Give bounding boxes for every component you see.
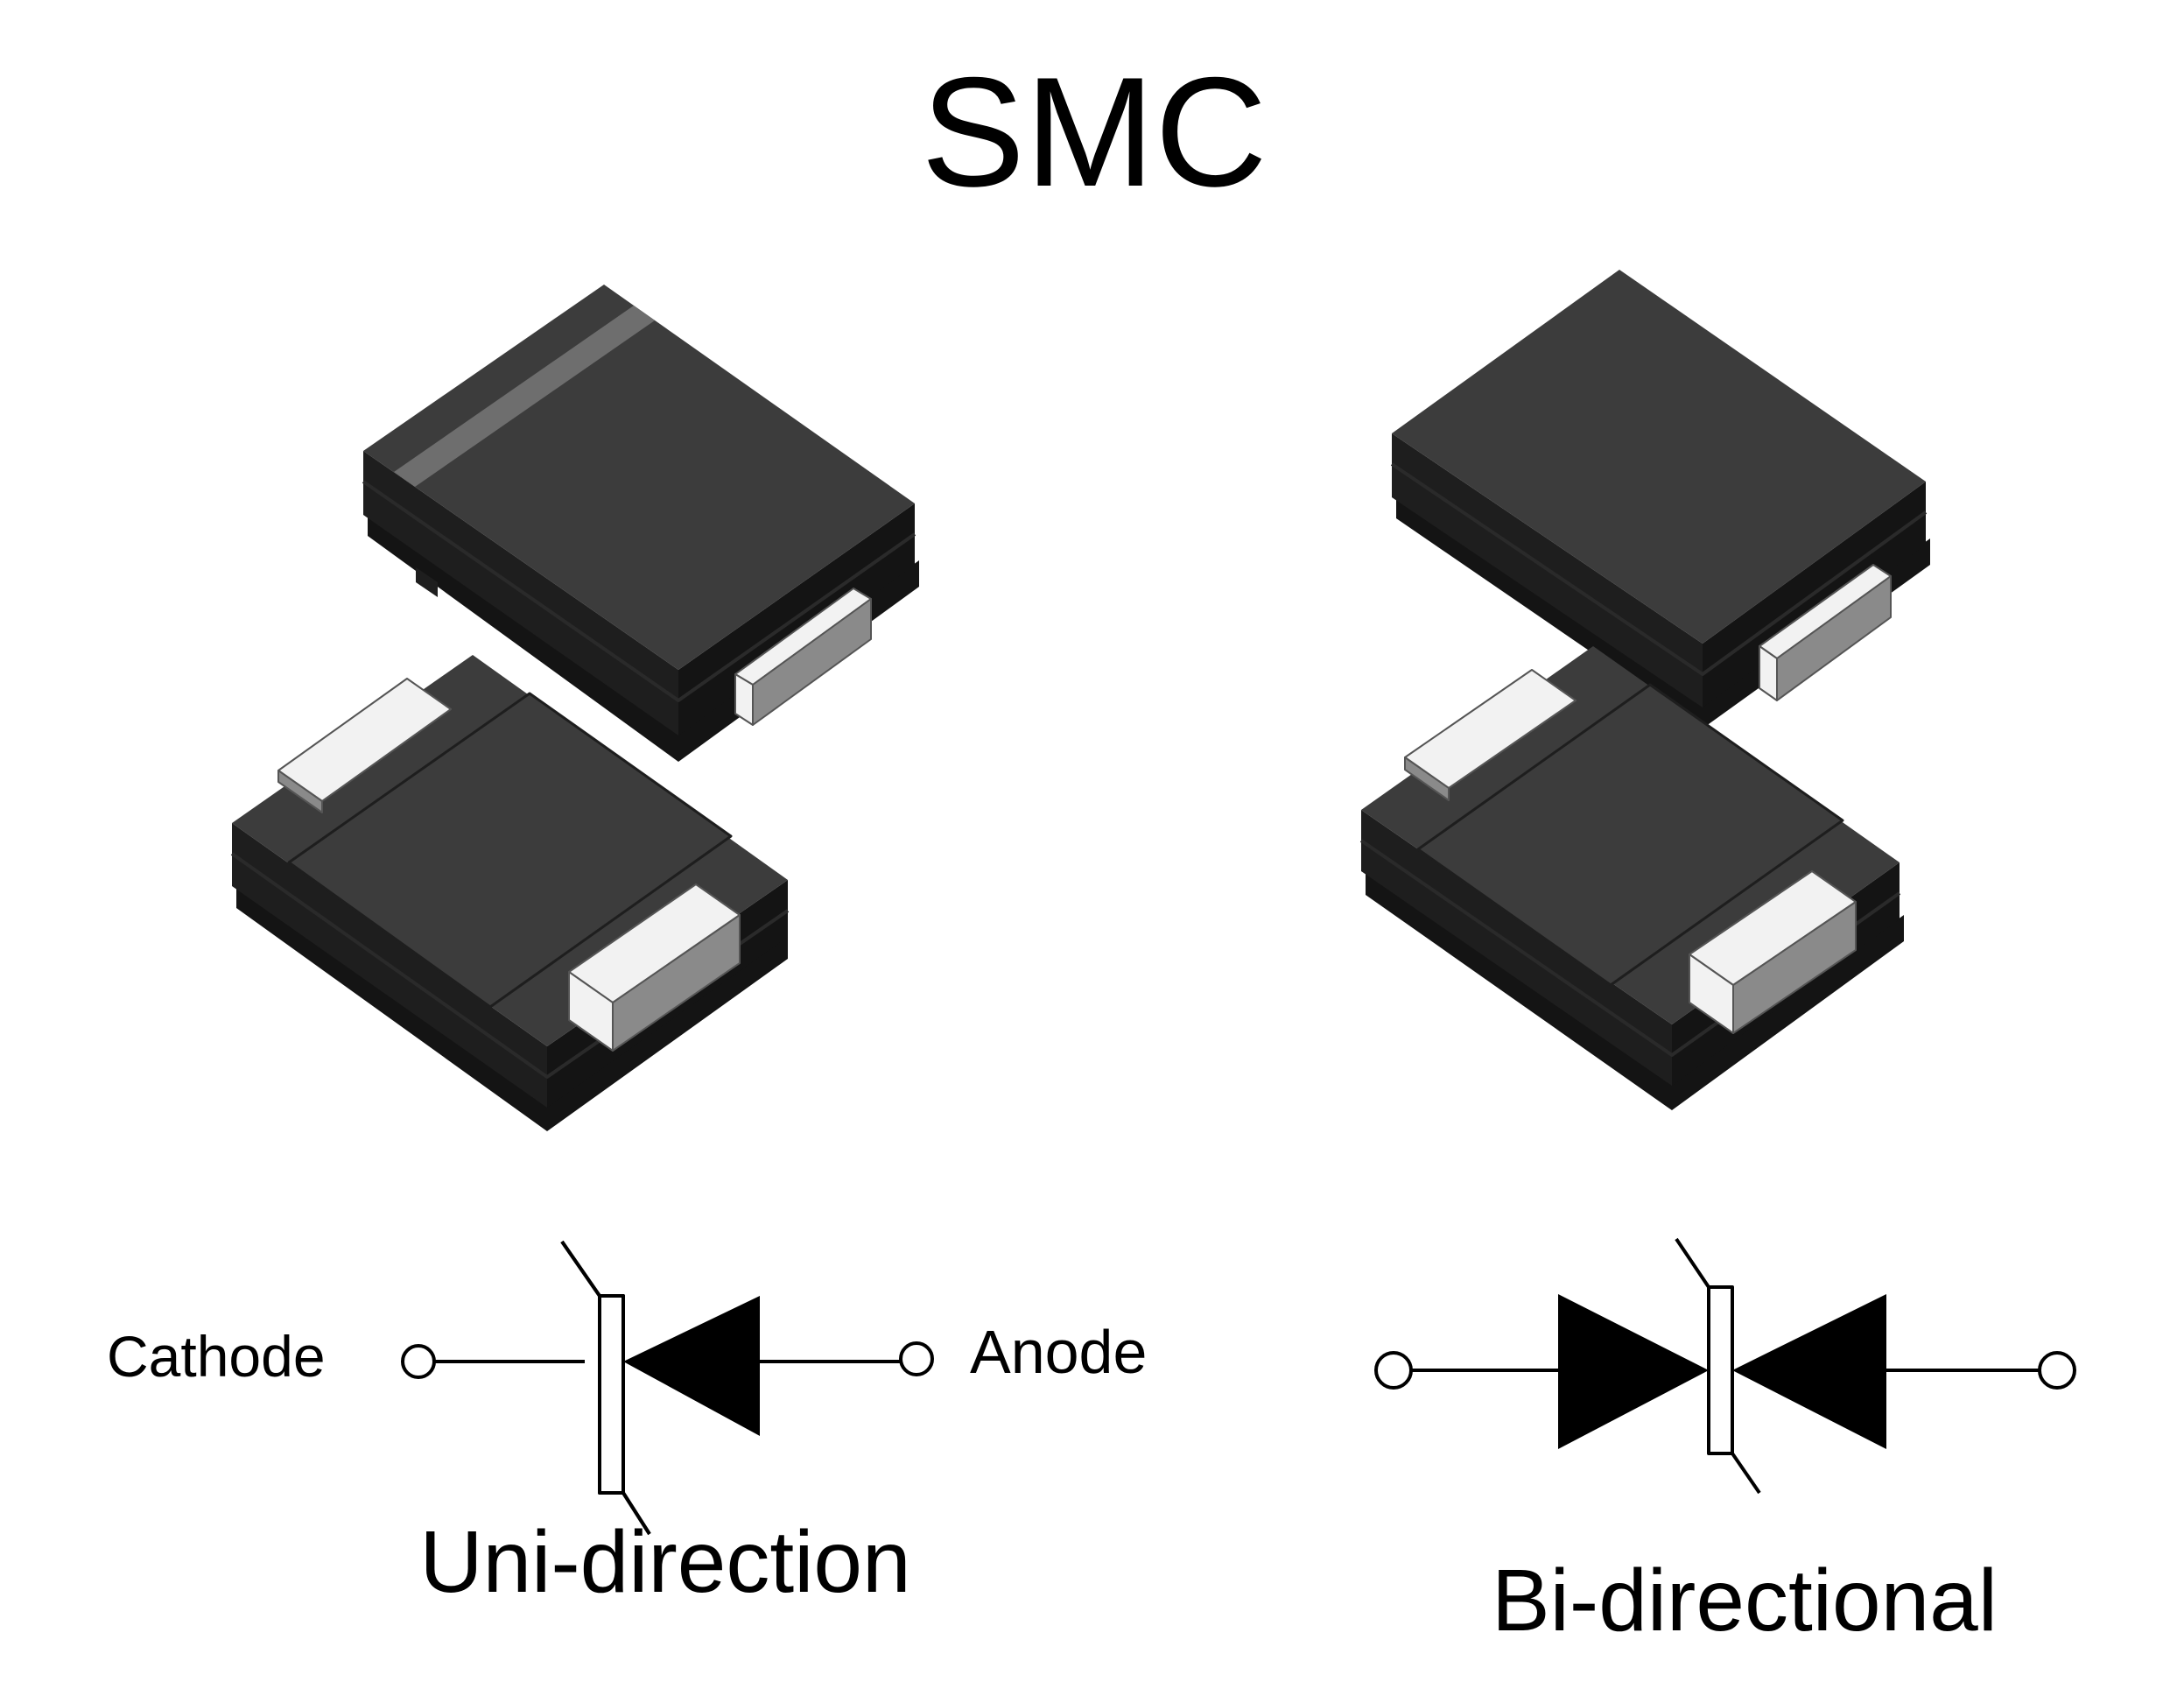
c-side-shape	[1366, 867, 1904, 1110]
smc-package-uni-bottom	[230, 655, 790, 1131]
smc-package-uni-top	[362, 285, 919, 762]
bi-terminal-left	[1374, 1351, 1413, 1390]
c-top-shape	[363, 285, 915, 670]
c-top2-shape	[287, 692, 733, 1009]
bi-zener-bar	[1707, 1285, 1734, 1455]
tvs-symbol-uni: Cathode Anode Uni-direction	[107, 1240, 1147, 1611]
sym-open-shape	[598, 1294, 625, 1495]
diode-triangle	[623, 1296, 760, 1436]
sym-line-shape	[621, 1491, 651, 1536]
c-top2-shape	[1416, 683, 1844, 987]
smc-package-bi-bottom	[1359, 646, 1904, 1110]
cathode-terminal	[401, 1344, 436, 1379]
bi-triangle-left	[1732, 1294, 1886, 1449]
c-side-shape	[1396, 490, 1930, 728]
sym-line-shape	[560, 1240, 601, 1298]
c-term-top-shape	[1759, 645, 1778, 701]
c-term-face-shape	[277, 770, 323, 813]
anode-label: Anode	[970, 1318, 1147, 1386]
sym-line-shape	[1731, 1452, 1761, 1495]
c-top-shape	[1392, 270, 1926, 644]
c-term-face-shape	[1404, 757, 1450, 801]
c-edgeline-shape	[1390, 462, 1928, 676]
c-term-top-shape	[568, 971, 614, 1052]
cathode-label: Cathode	[107, 1324, 326, 1389]
sym-line-shape	[1675, 1237, 1710, 1289]
bi-caption: Bi-directional	[1492, 1552, 1998, 1650]
uni-caption: Uni-direction	[419, 1513, 910, 1611]
c-edgeline-shape	[362, 480, 916, 702]
bi-triangle-right	[1558, 1294, 1709, 1449]
bi-terminal-right	[2038, 1351, 2076, 1390]
c-front-shape	[363, 451, 678, 735]
smc-package-bi-top	[1390, 270, 1930, 728]
anode-terminal	[899, 1341, 934, 1376]
cathode-band	[394, 306, 655, 487]
c-term-top-shape	[734, 673, 754, 726]
c-front-shape	[416, 567, 438, 597]
c-term-top-shape	[1689, 954, 1734, 1034]
title: SMC	[921, 45, 1268, 219]
tvs-symbol-bi: Bi-directional	[1374, 1237, 2076, 1650]
